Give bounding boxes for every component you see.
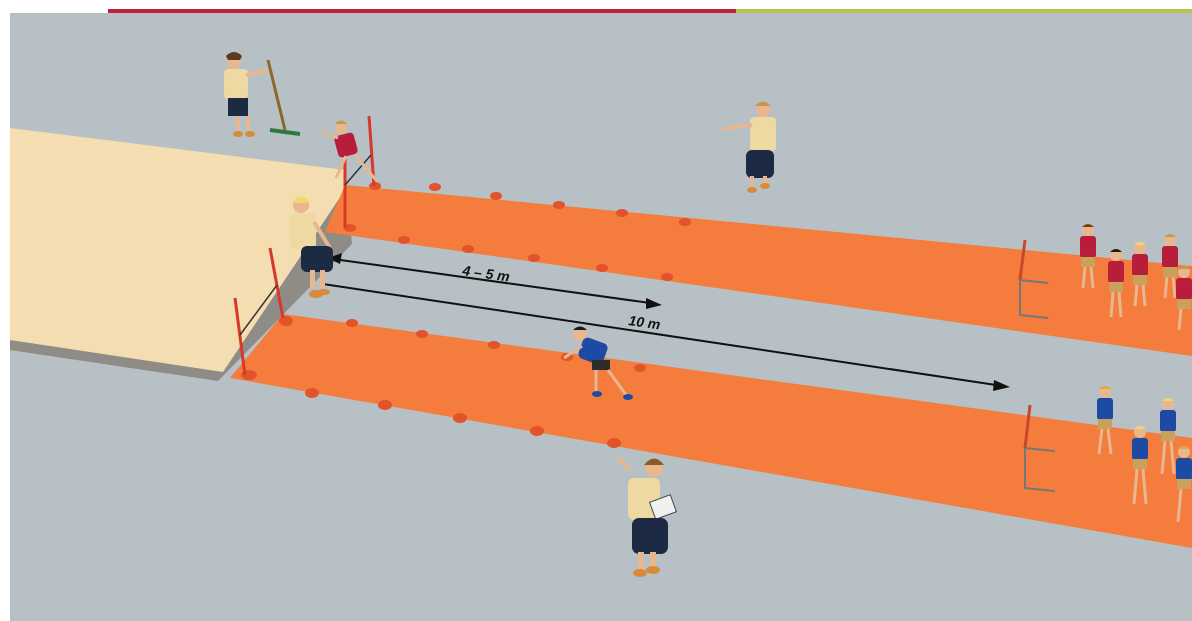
cone (429, 183, 441, 191)
cone (530, 426, 544, 436)
cone (634, 364, 646, 372)
cone (398, 236, 410, 244)
cone (416, 330, 428, 338)
cone (679, 218, 691, 226)
left-frame (0, 12, 10, 621)
cone (279, 316, 293, 326)
cone (528, 254, 540, 262)
cone (607, 438, 621, 448)
cone (378, 400, 392, 410)
cone (553, 201, 565, 209)
cone (616, 209, 628, 217)
cone (346, 319, 358, 327)
top-accent-red (108, 9, 736, 13)
top-accent-green (736, 9, 1192, 13)
cone (661, 273, 673, 281)
cone (596, 264, 608, 272)
cone (490, 192, 502, 200)
cone (453, 413, 467, 423)
cone (462, 245, 474, 253)
cone (305, 388, 319, 398)
cone (488, 341, 500, 349)
